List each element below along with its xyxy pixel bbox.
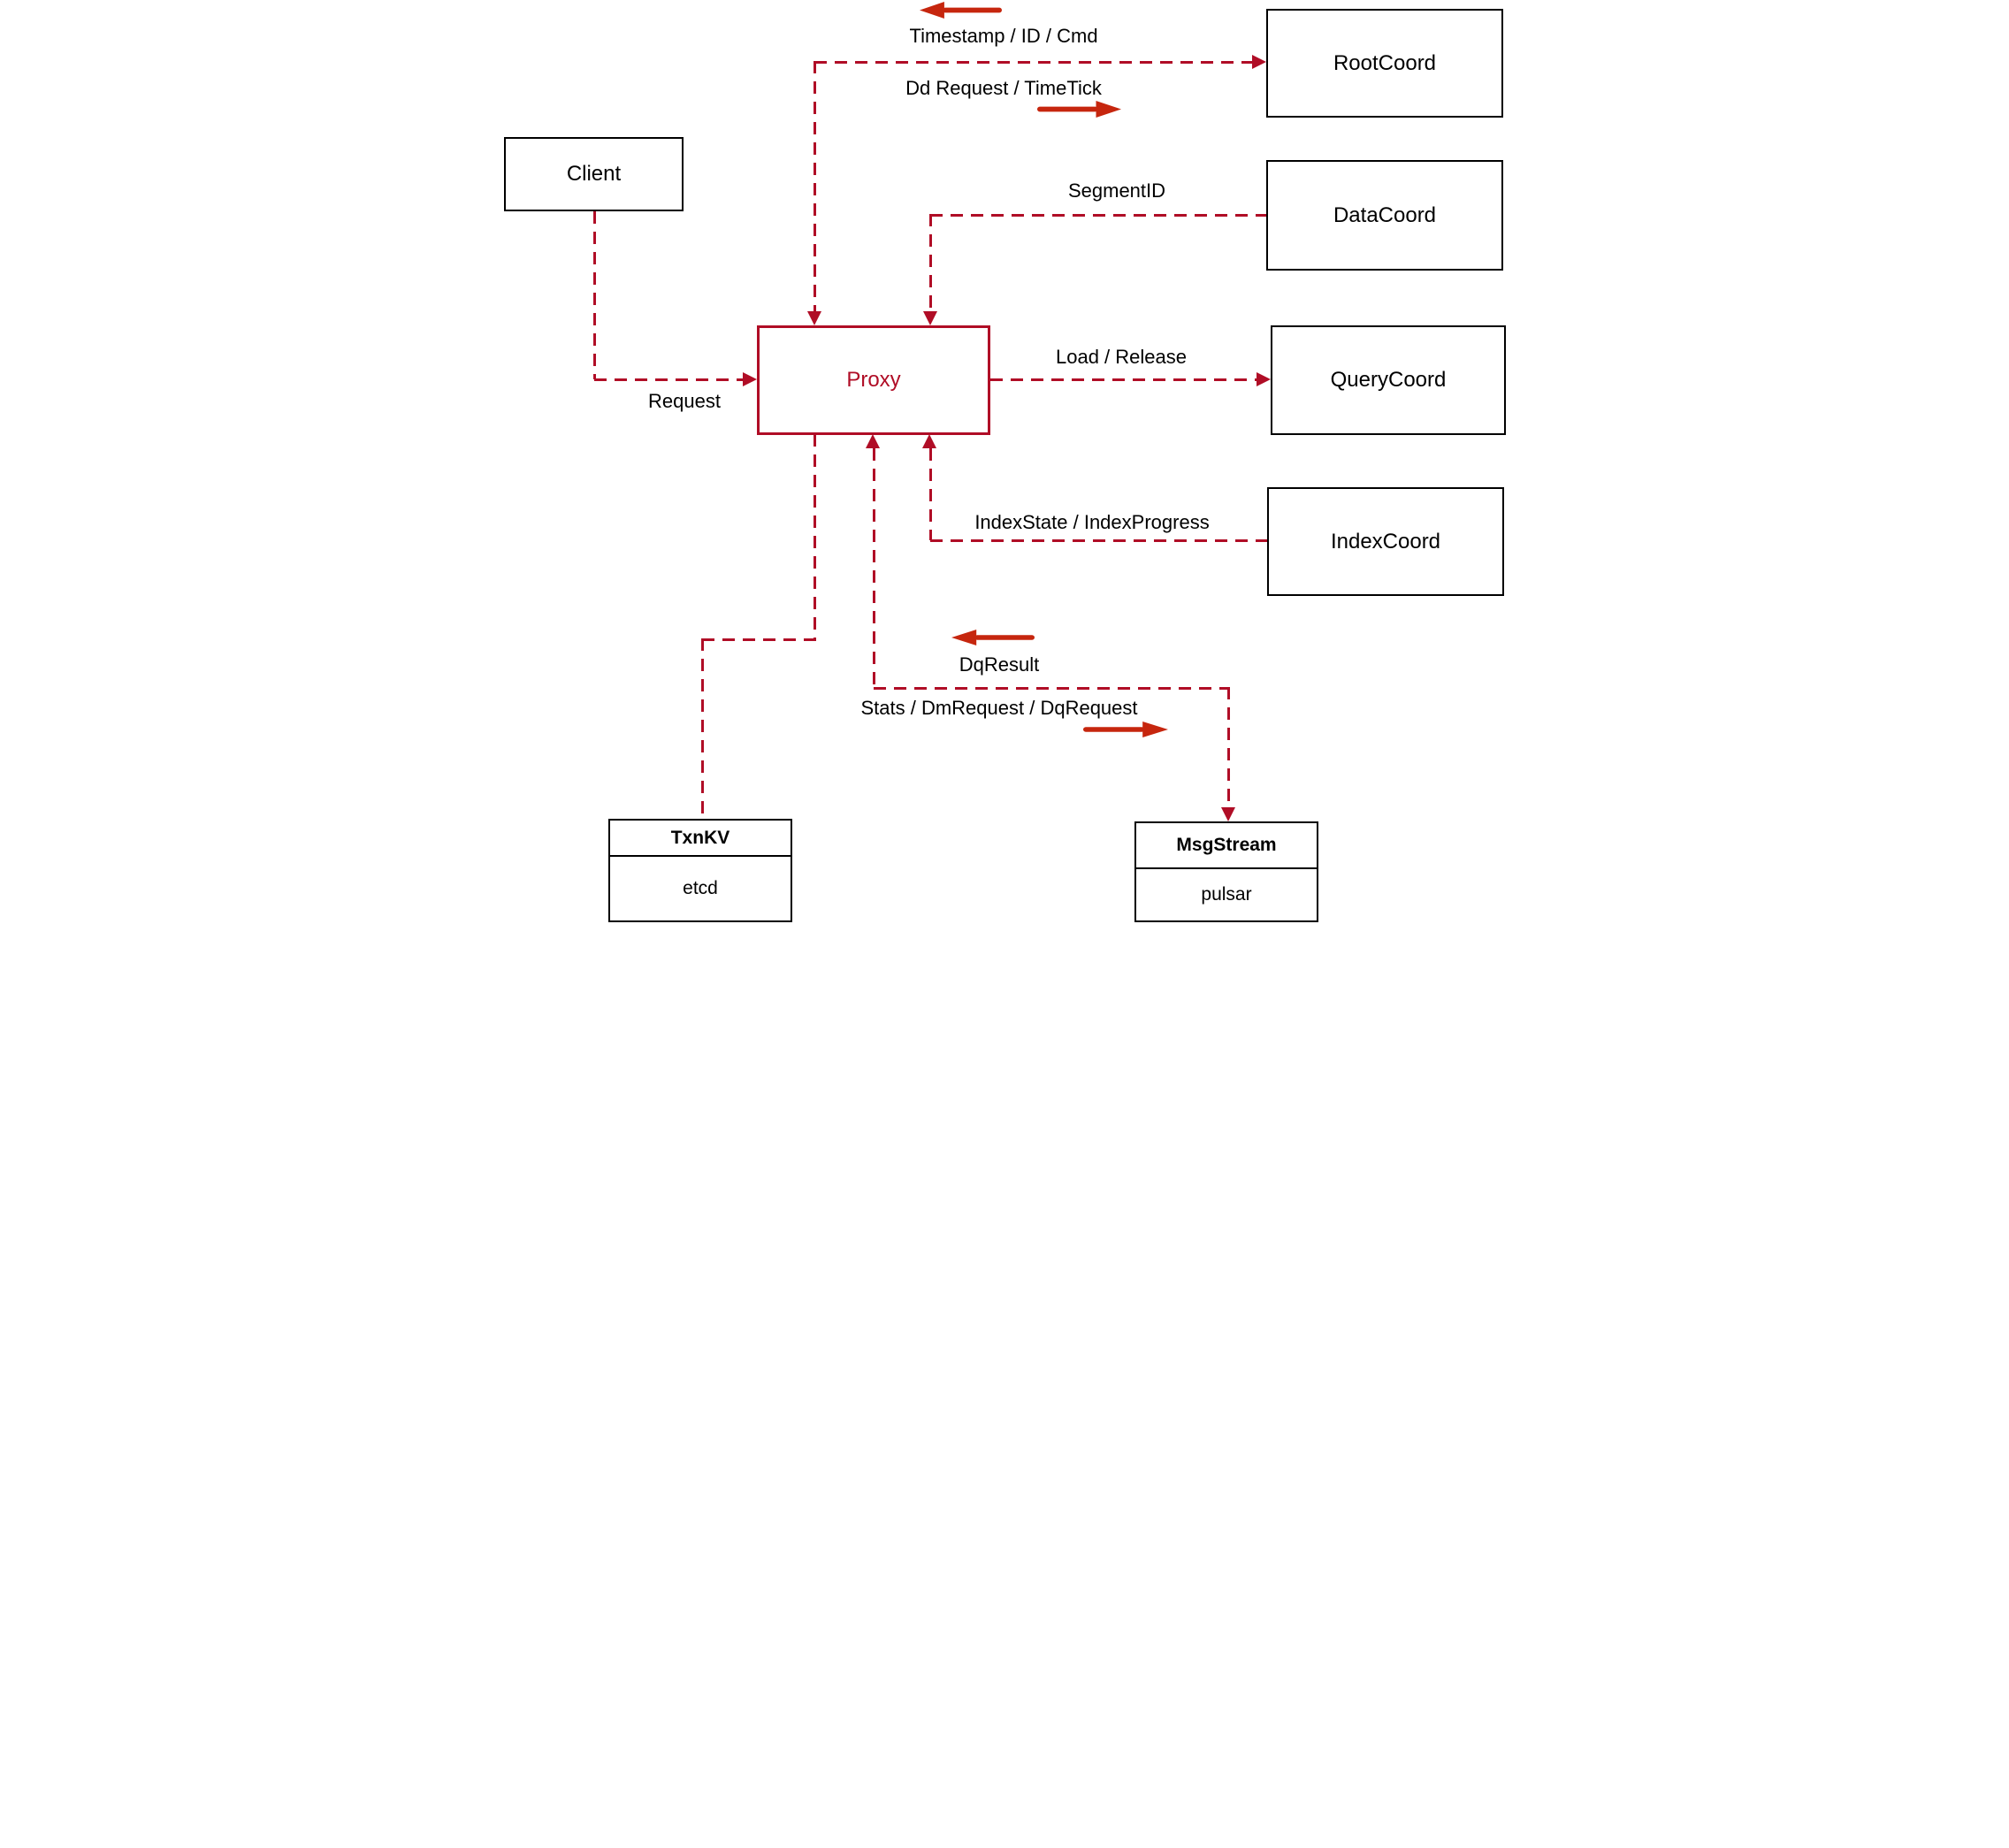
node-rootcoord: RootCoord — [1266, 9, 1503, 118]
node-proxy: Proxy — [757, 325, 990, 435]
connector-indexcoord-proxy-vertical — [929, 448, 932, 540]
arrowhead-into-msgstream-icon — [1221, 807, 1235, 821]
edge-label-dd-request-timetick: Dd Request / TimeTick — [905, 77, 1102, 99]
node-txnkv-impl: etcd — [683, 878, 718, 898]
stats-direction-right-arrow-icon — [1083, 722, 1168, 737]
arrowhead-into-proxy-top-left-icon — [807, 311, 821, 325]
edge-label-index-state-progress: IndexState / IndexProgress — [974, 511, 1210, 533]
connector-proxy-txnkv-vertical-lower — [701, 638, 704, 819]
node-datacoord-label: DataCoord — [1333, 202, 1437, 227]
connector-proxy-msgstream-vertical-upper — [873, 448, 875, 688]
connector-proxy-rootcoord-vertical — [814, 61, 816, 311]
timestamp-direction-left-arrow-icon — [920, 2, 1002, 19]
arrowhead-into-proxy-top-right-icon — [923, 311, 937, 325]
node-proxy-label: Proxy — [846, 368, 901, 392]
connector-client-proxy-horizontal — [594, 378, 743, 381]
connector-proxy-txnkv-horizontal — [702, 638, 816, 641]
architecture-diagram: Client Proxy RootCoord DataCoord QueryCo… — [502, 0, 1507, 924]
node-msgstream-title: MsgStream — [1136, 823, 1317, 869]
node-client: Client — [504, 137, 684, 211]
edge-label-load-release: Load / Release — [1056, 346, 1187, 368]
node-rootcoord-label: RootCoord — [1333, 50, 1437, 75]
connector-proxy-rootcoord-horizontal — [814, 61, 1252, 64]
arrowhead-into-proxy-bottom-middle-icon — [866, 434, 880, 448]
edge-label-dq-result: DqResult — [959, 653, 1040, 676]
node-txnkv-title: TxnKV — [610, 821, 791, 857]
node-querycoord-label: QueryCoord — [1330, 368, 1447, 392]
node-client-label: Client — [566, 162, 622, 186]
connector-proxy-msgstream-horizontal — [874, 687, 1229, 690]
connector-proxy-msgstream-vertical-lower — [1227, 687, 1230, 807]
node-msgstream: MsgStream pulsar — [1134, 821, 1318, 922]
node-querycoord: QueryCoord — [1271, 325, 1506, 435]
node-txnkv: TxnKV etcd — [608, 819, 792, 922]
connector-datacoord-proxy-horizontal — [930, 214, 1266, 217]
dqresult-direction-left-arrow-icon — [951, 630, 1035, 645]
node-msgstream-impl: pulsar — [1201, 884, 1252, 905]
connector-indexcoord-proxy-horizontal — [930, 539, 1267, 542]
edge-label-stats-dm-dq-request: Stats / DmRequest / DqRequest — [860, 697, 1138, 719]
connector-client-proxy-vertical — [593, 211, 596, 379]
edge-label-timestamp-id-cmd: Timestamp / ID / Cmd — [909, 25, 1098, 47]
node-indexcoord: IndexCoord — [1267, 487, 1504, 596]
dd-request-direction-right-arrow-icon — [1037, 101, 1121, 118]
edge-label-segment-id: SegmentID — [1067, 179, 1166, 202]
arrowhead-into-querycoord-icon — [1257, 372, 1271, 386]
edge-label-request: Request — [648, 390, 721, 412]
connector-proxy-txnkv-vertical-upper — [814, 434, 816, 639]
connector-datacoord-proxy-vertical — [929, 214, 932, 311]
arrowhead-into-rootcoord-icon — [1252, 55, 1266, 69]
connector-proxy-querycoord-horizontal — [990, 378, 1257, 381]
node-datacoord: DataCoord — [1266, 160, 1503, 271]
arrowhead-into-proxy-left-icon — [743, 372, 757, 386]
node-indexcoord-label: IndexCoord — [1330, 529, 1441, 554]
arrowhead-into-proxy-bottom-right-icon — [922, 434, 936, 448]
